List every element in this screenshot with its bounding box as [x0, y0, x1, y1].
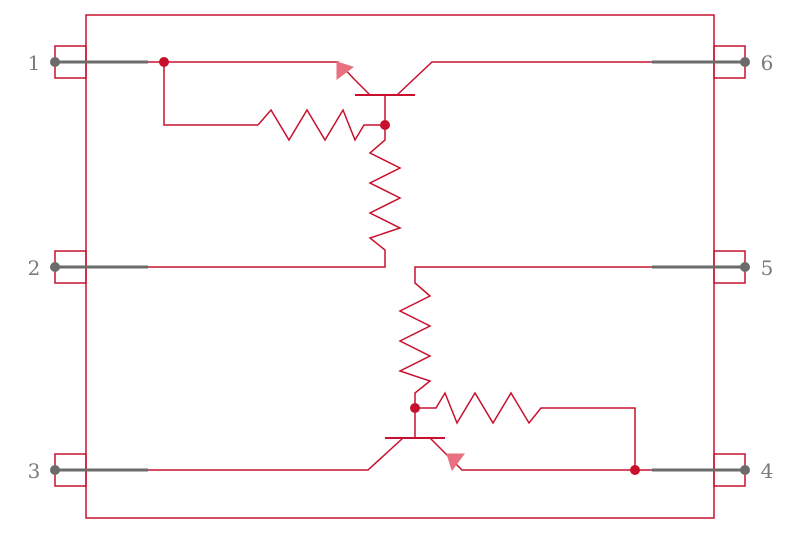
pin-4-label: 4 [761, 459, 774, 483]
pin-1[interactable]: 1 [28, 45, 148, 79]
pin-5-dot [740, 262, 750, 272]
upper-collector [396, 61, 652, 96]
pin-6-label: 6 [761, 51, 774, 75]
pin-3[interactable]: 3 [28, 453, 148, 487]
lower-emitter [429, 437, 652, 471]
pin-2-label: 2 [28, 256, 41, 280]
pin-4-dot [740, 465, 750, 475]
resistor-r3 [398, 266, 652, 408]
pin-4[interactable]: 4 [652, 453, 774, 487]
pin-5-label: 5 [761, 256, 774, 280]
pin-6[interactable]: 6 [652, 45, 774, 79]
pin-6-dot [740, 57, 750, 67]
resistor-r4 [415, 391, 636, 470]
junction-upper-base [380, 120, 390, 130]
junction-lower-base [410, 403, 420, 413]
pin-1-label: 1 [28, 51, 41, 75]
resistor-r2 [148, 125, 402, 268]
lower-collector [148, 437, 404, 471]
wire-pin1-emitter [148, 61, 356, 81]
pin-3-label: 3 [28, 459, 41, 483]
junction-upper-pin1 [159, 57, 169, 67]
upper-emitter-arrow [336, 61, 355, 80]
junction-lower-pin4 [630, 465, 640, 475]
pin-5[interactable]: 5 [652, 250, 774, 284]
upper-emitter-leg [354, 79, 371, 96]
pin-2[interactable]: 2 [28, 250, 148, 284]
wire-pin1-branch [163, 62, 258, 126]
lower-circuit [148, 266, 652, 471]
pin-2-dot [50, 262, 60, 272]
lower-emitter-arrow [446, 453, 465, 472]
pin-3-dot [50, 465, 60, 475]
pin-1-dot [50, 57, 60, 67]
upper-circuit [148, 61, 652, 268]
resistor-r1 [257, 108, 385, 142]
